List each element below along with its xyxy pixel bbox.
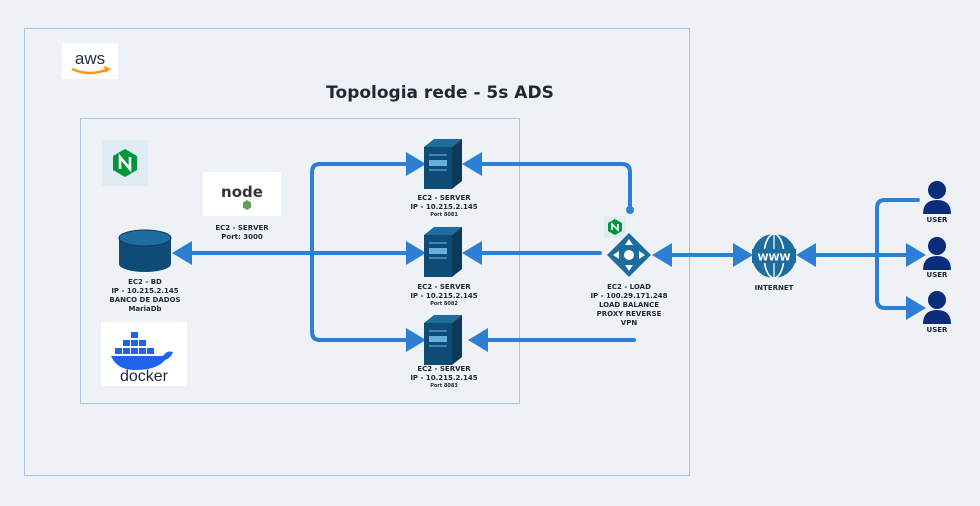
user-2-label: USER <box>926 271 948 279</box>
aws-cloud-boundary <box>24 28 690 476</box>
nginx-small-icon <box>604 216 626 242</box>
load-balancer-line: LOAD BALANCE <box>598 301 660 309</box>
server-line: EC2 - SERVER <box>417 283 471 291</box>
server-line: EC2 - SERVER <box>417 194 471 202</box>
load-balancer-line: IP - 100.29.171.248 <box>590 292 668 300</box>
server-3-label: EC2 - SERVER IP - 10.215.2.145 Port 8083 <box>396 365 492 390</box>
server-2-label: EC2 - SERVER IP - 10.215.2.145 Port 8082 <box>396 283 492 308</box>
user-1-icon <box>920 180 954 218</box>
database-line: IP - 10.215.2.145 <box>111 287 179 295</box>
load-balancer-icon <box>606 232 652 282</box>
load-balancer-label: EC2 - LOAD IP - 100.29.171.248 LOAD BALA… <box>575 283 683 328</box>
aws-logo: aws <box>62 43 118 79</box>
server-port: Port 8083 <box>430 383 458 389</box>
server-line: IP - 10.215.2.145 <box>410 292 478 300</box>
server-3-icon <box>422 314 464 370</box>
server-2-icon <box>422 226 464 282</box>
user-2-icon <box>920 236 954 274</box>
node-server-line: Port: 3000 <box>221 233 263 241</box>
globe-text: WWW <box>757 253 790 264</box>
database-icon <box>117 229 173 277</box>
docker-logo-text: docker <box>120 368 169 385</box>
aws-logo-text: aws <box>75 49 105 68</box>
node-logo-text: node <box>221 183 263 201</box>
internet-label: INTERNET <box>754 284 794 292</box>
load-balancer-line: PROXY REVERSE <box>596 310 662 318</box>
database-line: MariaDb <box>128 305 162 313</box>
nginx-logo <box>102 140 148 186</box>
globe-icon: WWW <box>750 232 798 284</box>
load-balancer-line: VPN <box>620 319 638 327</box>
diagram-title: Topologia rede - 5s ADS <box>326 83 554 103</box>
nodejs-logo: node <box>203 172 281 216</box>
vpc-boundary <box>80 118 520 404</box>
server-line: EC2 - SERVER <box>417 365 471 373</box>
node-server-line: EC2 - SERVER <box>215 224 269 232</box>
server-line: IP - 10.215.2.145 <box>410 203 478 211</box>
load-balancer-line: EC2 - LOAD <box>607 283 651 291</box>
database-line: BANCO DE DADOS <box>109 296 181 304</box>
server-port: Port 8081 <box>430 212 458 218</box>
docker-logo: docker <box>101 322 187 386</box>
user-3-icon <box>920 290 954 328</box>
user-3-label: USER <box>926 326 948 334</box>
server-line: IP - 10.215.2.145 <box>410 374 478 382</box>
node-server-label: EC2 - SERVER Port: 3000 <box>200 224 284 242</box>
server-port: Port 8082 <box>430 301 458 307</box>
server-1-icon <box>422 138 464 194</box>
database-line: EC2 - BD <box>128 278 162 286</box>
user-1-label: USER <box>926 216 948 224</box>
server-1-label: EC2 - SERVER IP - 10.215.2.145 Port 8081 <box>396 194 492 219</box>
database-label: EC2 - BD IP - 10.215.2.145 BANCO DE DADO… <box>95 278 195 314</box>
